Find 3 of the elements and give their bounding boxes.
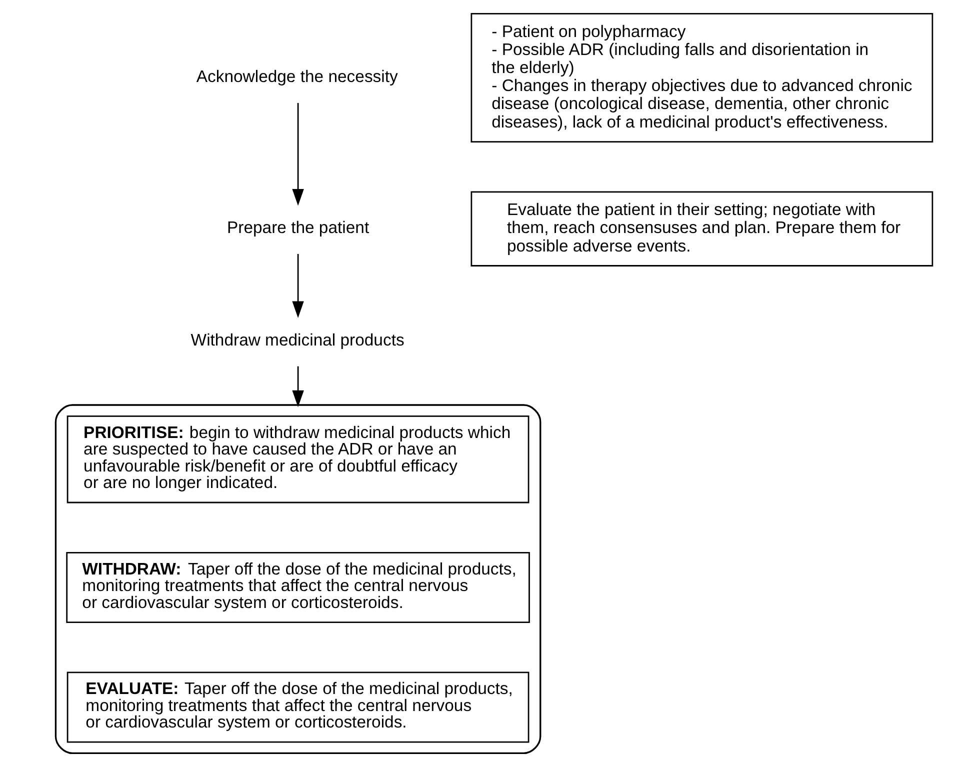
node-text: Withdraw medicinal products <box>190 330 404 350</box>
node-text: Prepare the patient <box>226 218 369 238</box>
node-text: Acknowledge the necessity <box>196 67 398 86</box>
